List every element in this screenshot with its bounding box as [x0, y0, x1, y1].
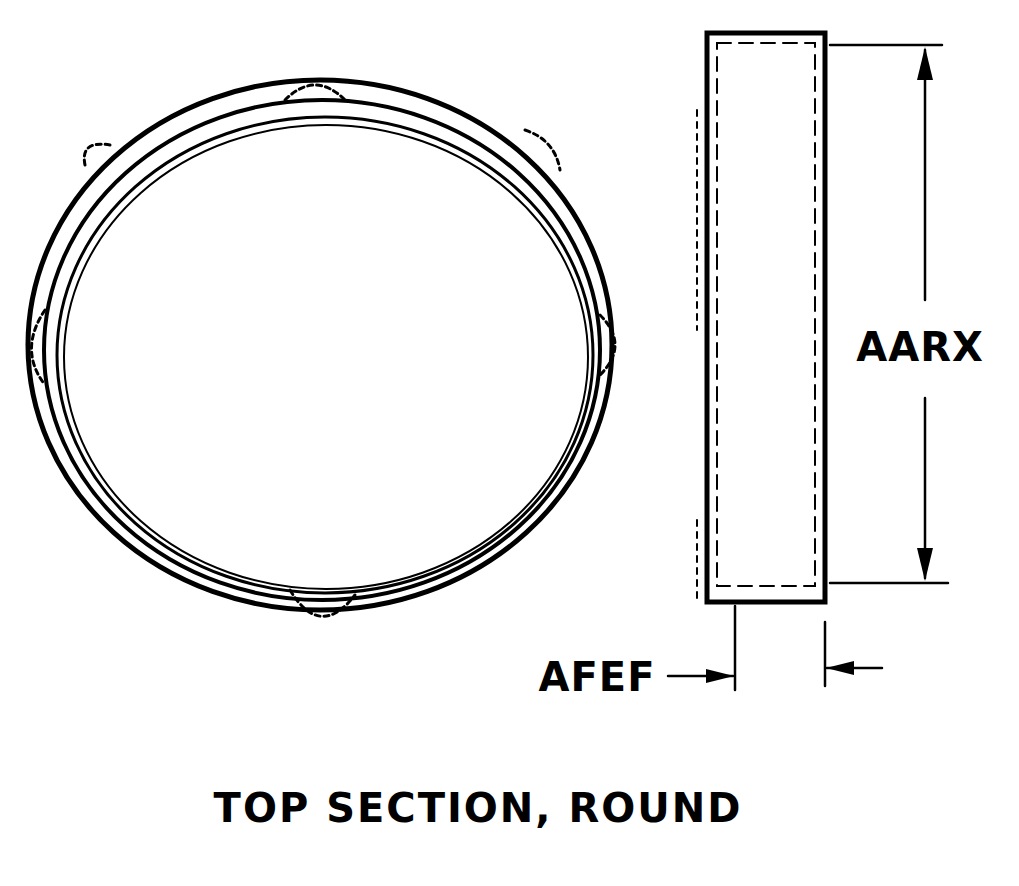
tab-hidden-lines [32, 85, 616, 616]
ring-outer-edge [28, 80, 612, 610]
ring-inner-rim [57, 117, 593, 593]
ring-inner-edge [64, 125, 588, 589]
figure-caption: TOP SECTION, ROUND [211, 786, 746, 830]
arrowhead [706, 669, 734, 683]
ring-side-view [707, 33, 825, 602]
dimension-label: AARX [853, 325, 987, 369]
ring-side-hidden [717, 43, 815, 586]
height-dimension [830, 45, 948, 583]
arrowhead [917, 548, 933, 581]
tab-side-hidden [696, 110, 698, 600]
thickness-dimension [668, 606, 882, 690]
ring-rim [44, 100, 600, 600]
arrowhead [917, 47, 933, 80]
arrowhead [826, 661, 854, 675]
dimension-label: AFEF [536, 655, 659, 699]
